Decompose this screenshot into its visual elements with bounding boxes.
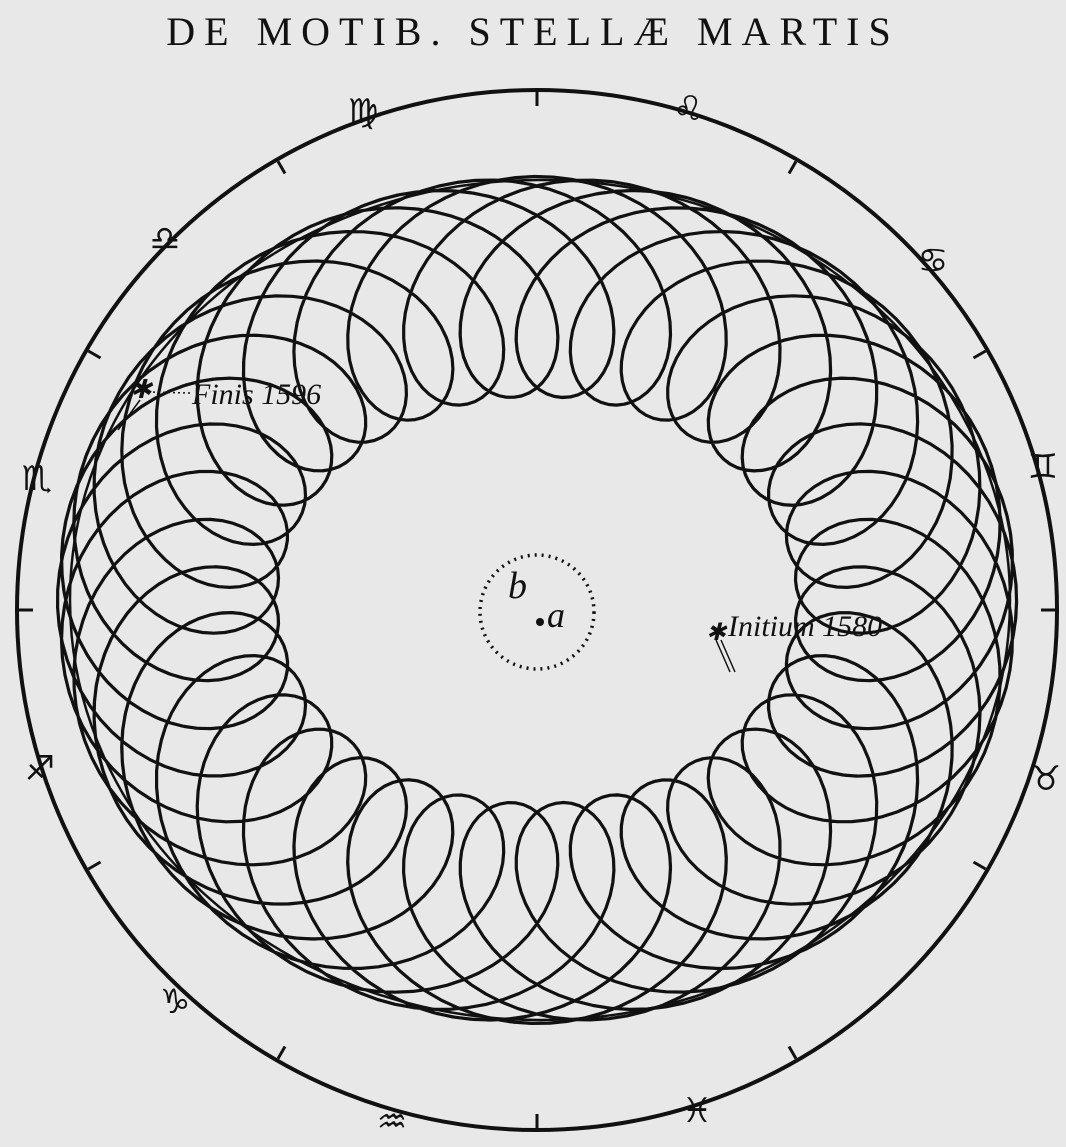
rim-tick <box>88 862 100 869</box>
center-label-b: b <box>508 565 527 607</box>
rim-tick <box>278 161 285 173</box>
finis-leader <box>148 392 190 393</box>
rim-tick <box>88 351 100 358</box>
zodiac-sagittarius: ♐ <box>25 749 55 789</box>
zodiac-libra: ♎ <box>150 219 180 259</box>
star-marker-finis: ✱ <box>130 375 154 404</box>
zodiac-cancer: ♋ <box>918 241 948 281</box>
rim-tick <box>278 1046 285 1058</box>
sun-orbit-dotted <box>480 555 594 669</box>
zodiac-scorpio: ♏ <box>22 459 52 499</box>
rim-tick <box>789 161 796 173</box>
center-label-a: a <box>547 595 565 635</box>
zodiac-aquarius: ♒ <box>377 1102 407 1142</box>
rim-tick <box>973 351 985 358</box>
center-point-a <box>536 618 544 626</box>
rim-tick <box>973 862 985 869</box>
annotation-initium: Initium 1580 <box>727 610 882 643</box>
zodiac-virgo: ♍ <box>348 92 378 132</box>
annotation-finis: Finis 1596 <box>191 378 321 411</box>
zodiac-gemini: ♊ <box>1028 447 1058 487</box>
zodiac-pisces: ♓ <box>682 1091 712 1131</box>
zodiac-taurus: ♉ <box>1031 759 1061 799</box>
rim-tick <box>789 1046 796 1058</box>
zodiac-capricorn: ♑ <box>160 982 190 1022</box>
zodiac-labels: ♍ ♌ ♋ ♊ ♉ ♓ ♒ ♑ ♐ ♏ ♎ <box>22 89 1061 1142</box>
zodiac-leo: ♌ <box>673 89 703 129</box>
inner-ellipse <box>70 180 1010 1020</box>
